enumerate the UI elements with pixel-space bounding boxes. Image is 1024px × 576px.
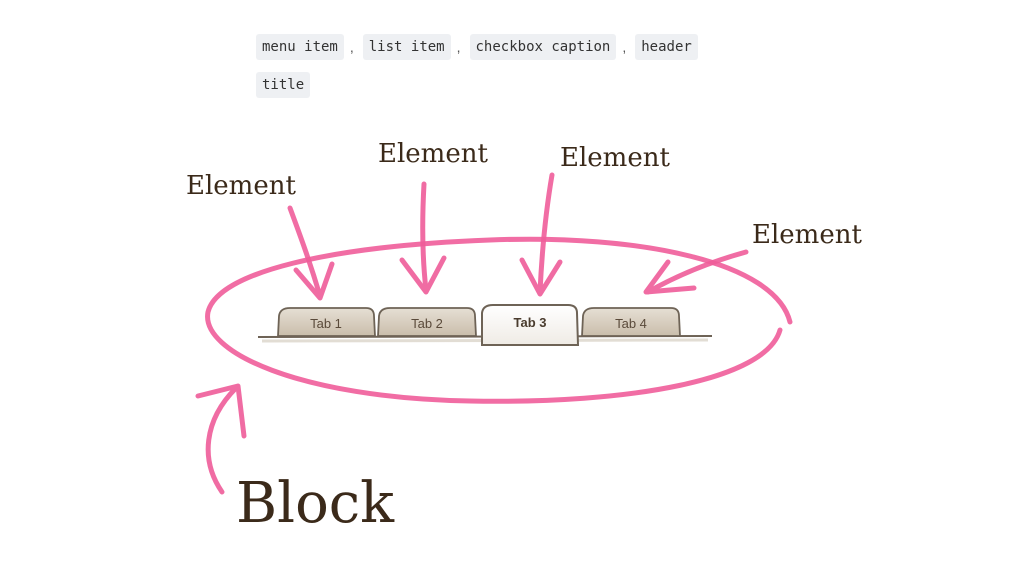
element-label-1: Element	[186, 171, 296, 201]
element-arrow-2	[399, 181, 447, 295]
tab-2: Tab 2	[377, 307, 477, 337]
tab-4-label: Tab 4	[615, 316, 647, 331]
term-list-continued: title	[256, 72, 311, 98]
element-arrow-1	[287, 205, 335, 301]
term-list: menu item , list item , checkbox caption…	[256, 34, 698, 60]
term-header: header	[635, 34, 698, 60]
term-menu-item: menu item	[256, 34, 344, 60]
element-label-3: Element	[560, 143, 670, 173]
element-label-4: Element	[752, 220, 862, 250]
separator: ,	[456, 39, 461, 55]
tab-3-active: Tab 3	[481, 304, 580, 346]
element-label-2: Element	[378, 139, 488, 169]
block-label: Block	[236, 471, 395, 536]
term-checkbox-caption: checkbox caption	[469, 34, 617, 60]
separator: ,	[349, 39, 354, 55]
tab-3-label: Tab 3	[514, 315, 547, 330]
block-arrow	[195, 383, 247, 495]
element-arrow-4	[643, 249, 749, 295]
block-ellipse	[205, 236, 793, 404]
term-list-item: list item	[362, 34, 451, 60]
tab-1: Tab 1	[277, 307, 376, 337]
tab-2-label: Tab 2	[411, 316, 443, 331]
tab-4: Tab 4	[581, 307, 681, 337]
tab-1-label: Tab 1	[310, 316, 342, 331]
term-title: title	[256, 72, 311, 98]
element-arrow-3	[519, 172, 563, 297]
separator: ,	[622, 39, 627, 55]
